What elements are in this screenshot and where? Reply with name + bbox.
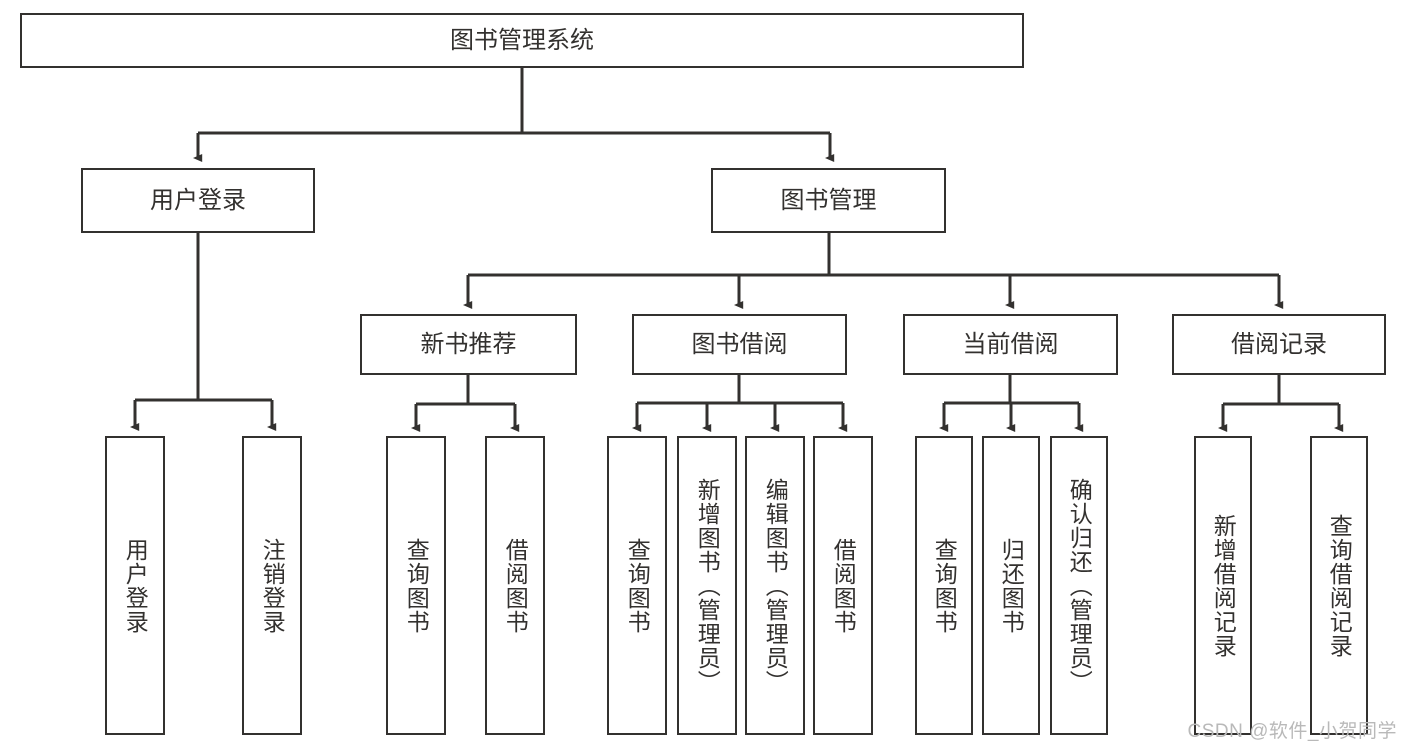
node-borrow-record[interactable]: 借阅记录 bbox=[1172, 314, 1386, 375]
node-leaf-add-borrow-record-label: 新增借阅记录 bbox=[1210, 513, 1237, 658]
node-book-manage-label: 图书管理 bbox=[780, 186, 877, 214]
node-leaf-query-borrow-record[interactable]: 查询借阅记录 bbox=[1310, 436, 1368, 735]
node-leaf-add-borrow-record[interactable]: 新增借阅记录 bbox=[1194, 436, 1252, 735]
node-leaf-query-book-3-label: 查询图书 bbox=[931, 537, 958, 634]
node-leaf-confirm-return-admin[interactable]: 确认归还（管理员） bbox=[1050, 436, 1108, 735]
node-current-borrow[interactable]: 当前借阅 bbox=[903, 314, 1118, 375]
node-leaf-borrow-book-1-label: 借阅图书 bbox=[502, 537, 529, 634]
node-book-manage[interactable]: 图书管理 bbox=[711, 168, 946, 233]
node-leaf-user-login[interactable]: 用户登录 bbox=[105, 436, 165, 735]
csdn-watermark: CSDN @软件_小贺同学 bbox=[1187, 721, 1397, 742]
node-root-label: 图书管理系统 bbox=[450, 26, 594, 54]
node-root[interactable]: 图书管理系统 bbox=[20, 13, 1024, 68]
node-leaf-borrow-book-2[interactable]: 借阅图书 bbox=[813, 436, 873, 735]
node-book-borrow-label: 图书借阅 bbox=[691, 330, 788, 358]
node-new-book-recommend[interactable]: 新书推荐 bbox=[360, 314, 577, 375]
node-leaf-query-book-1-label: 查询图书 bbox=[403, 537, 430, 634]
node-leaf-query-book-1[interactable]: 查询图书 bbox=[386, 436, 446, 735]
node-leaf-query-book-2[interactable]: 查询图书 bbox=[607, 436, 667, 735]
node-leaf-user-logout[interactable]: 注销登录 bbox=[242, 436, 302, 735]
node-leaf-return-book[interactable]: 归还图书 bbox=[982, 436, 1040, 735]
node-leaf-query-book-3[interactable]: 查询图书 bbox=[915, 436, 973, 735]
node-leaf-borrow-book-1[interactable]: 借阅图书 bbox=[485, 436, 545, 735]
node-leaf-query-borrow-record-label: 查询借阅记录 bbox=[1326, 513, 1353, 658]
node-leaf-query-book-2-label: 查询图书 bbox=[624, 537, 651, 634]
node-borrow-record-label: 借阅记录 bbox=[1231, 330, 1327, 358]
node-leaf-add-book-admin-label: 新增图书（管理员） bbox=[694, 477, 721, 694]
node-leaf-edit-book-admin-label: 编辑图书（管理员） bbox=[762, 477, 789, 694]
node-user-login[interactable]: 用户登录 bbox=[81, 168, 315, 233]
node-leaf-confirm-return-admin-label: 确认归还（管理员） bbox=[1066, 477, 1093, 694]
node-current-borrow-label: 当前借阅 bbox=[962, 330, 1059, 358]
node-leaf-user-login-label: 用户登录 bbox=[122, 537, 149, 634]
node-leaf-add-book-admin[interactable]: 新增图书（管理员） bbox=[677, 436, 737, 735]
node-user-login-label: 用户登录 bbox=[150, 186, 246, 214]
node-leaf-user-logout-label: 注销登录 bbox=[259, 537, 286, 634]
node-leaf-borrow-book-2-label: 借阅图书 bbox=[830, 537, 857, 634]
node-book-borrow[interactable]: 图书借阅 bbox=[632, 314, 847, 375]
node-leaf-return-book-label: 归还图书 bbox=[998, 537, 1025, 634]
node-new-book-recommend-label: 新书推荐 bbox=[420, 330, 517, 358]
node-leaf-edit-book-admin[interactable]: 编辑图书（管理员） bbox=[745, 436, 805, 735]
